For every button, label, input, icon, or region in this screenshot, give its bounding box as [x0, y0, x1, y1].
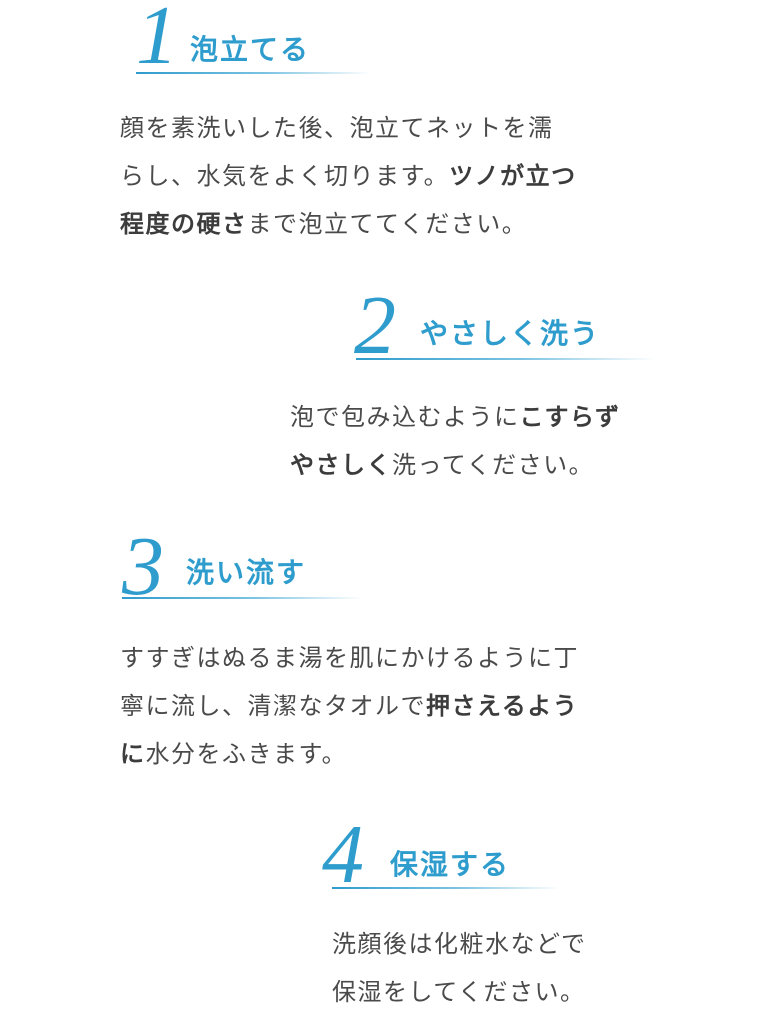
step-underline — [122, 597, 362, 599]
step-underline — [136, 72, 371, 74]
step-3-heading: 3 洗い流す — [122, 525, 367, 609]
step-number: 3 — [122, 520, 164, 613]
step-3-description: すすぎはぬるま湯を肌にかけるように丁 寧に流し、清潔なタオルで押さえるよう に水… — [120, 644, 579, 768]
emphasis-text: に — [120, 740, 146, 768]
step-number: 1 — [136, 0, 178, 82]
step-2-heading: 2 やさしく洗う — [354, 279, 664, 372]
step-title: やさしく洗う — [420, 317, 601, 350]
step-underline — [332, 887, 560, 889]
step-4-heading: 4 保湿する — [322, 808, 567, 901]
emphasis-text: やさしく — [290, 451, 392, 479]
step-title: 保湿する — [390, 848, 511, 881]
step-title: 洗い流す — [186, 556, 307, 589]
step-2-description: 泡で包み込むようにこすらず やさしく洗ってください。 — [290, 403, 621, 479]
emphasis-text: ツノが立つ — [449, 162, 577, 190]
step-title: 泡立てる — [190, 33, 311, 66]
step-underline — [356, 358, 656, 360]
step-number: 2 — [354, 279, 396, 372]
step-1-description: 顔を素洗いした後、泡立てネットを濡 らし、水気をよく切ります。ツノが立つ 程度の… — [120, 114, 577, 238]
step-4-description: 洗顔後は化粧水などで 保湿をしてください。 — [332, 930, 587, 1006]
emphasis-text: 押さえるよう — [426, 692, 579, 720]
emphasis-text: こすらず — [519, 403, 621, 431]
step-number: 4 — [322, 808, 364, 901]
emphasis-text: 程度の硬さ — [120, 210, 248, 238]
step-1-heading: 1 泡立てる — [136, 0, 376, 80]
